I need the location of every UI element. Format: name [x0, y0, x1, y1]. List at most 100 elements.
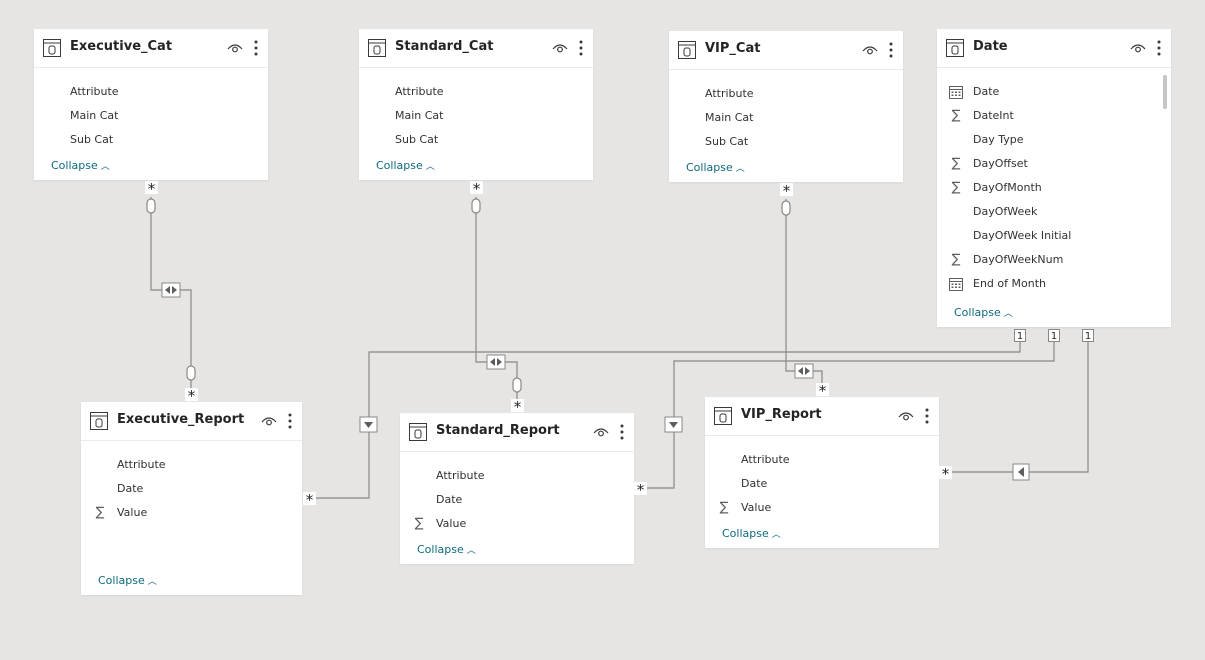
table-icon [409, 423, 427, 441]
table-header[interactable]: Executive_Cat [34, 29, 268, 68]
sigma-icon: ∑ [951, 108, 961, 123]
field-row[interactable]: ∑ Value [81, 501, 302, 525]
optional-marker [146, 198, 156, 214]
field-name: Value [117, 506, 148, 519]
relationship-line-vip-cat [785, 199, 823, 384]
cardinality-one-label: 1 [1082, 329, 1094, 342]
field-row[interactable]: End of Month [937, 272, 1171, 296]
field-name: Attribute [436, 469, 485, 482]
table-header[interactable]: Executive_Report [81, 402, 302, 441]
collapse-button[interactable]: Collapse︿ [417, 543, 476, 556]
table-header[interactable]: VIP_Cat [669, 31, 903, 70]
table-title: VIP_Cat [705, 41, 761, 56]
more-options-icon[interactable] [578, 39, 584, 57]
eye-icon[interactable] [593, 425, 609, 439]
relationship-line-date-standard [647, 342, 1055, 489]
field-name: Day Type [973, 133, 1024, 146]
eye-icon[interactable] [862, 43, 878, 57]
collapse-button[interactable]: Collapse︿ [722, 527, 781, 540]
sigma-icon: ∑ [951, 252, 961, 267]
cardinality-many-label: * [185, 387, 198, 405]
field-row[interactable]: Attribute [359, 80, 593, 104]
field-row[interactable]: Main Cat [34, 104, 268, 128]
field-name: Date [741, 477, 768, 490]
table-title: Standard_Cat [395, 39, 494, 54]
optional-marker [471, 198, 481, 214]
collapse-button[interactable]: Collapse︿ [686, 161, 745, 174]
chevron-up-icon: ︿ [147, 577, 157, 587]
sigma-icon: ∑ [414, 516, 424, 531]
bidirectional-filter-icon [486, 354, 506, 370]
field-name: Value [741, 501, 772, 514]
field-row[interactable]: Attribute [705, 448, 939, 472]
field-row[interactable]: Day Type [937, 128, 1171, 152]
more-options-icon[interactable] [287, 412, 293, 430]
field-name: Value [436, 517, 467, 530]
collapse-button[interactable]: Collapse︿ [51, 159, 110, 172]
field-name: Attribute [395, 85, 444, 98]
field-row[interactable]: Attribute [669, 82, 903, 106]
more-options-icon[interactable] [253, 39, 259, 57]
cardinality-many-label: * [303, 491, 316, 509]
eye-icon[interactable] [898, 409, 914, 423]
field-row[interactable]: DayOfWeek [937, 200, 1171, 224]
field-row[interactable]: Main Cat [669, 106, 903, 130]
more-options-icon[interactable] [888, 41, 894, 59]
field-row[interactable]: Attribute [400, 464, 634, 488]
collapse-button[interactable]: Collapse︿ [376, 159, 435, 172]
eye-icon[interactable] [1130, 41, 1146, 55]
table-title: Standard_Report [436, 423, 560, 438]
eye-icon[interactable] [227, 41, 243, 55]
eye-icon[interactable] [552, 41, 568, 55]
field-row[interactable]: Date [81, 477, 302, 501]
chevron-up-icon: ︿ [466, 546, 476, 556]
field-row[interactable]: ∑ Value [400, 512, 634, 536]
more-options-icon[interactable] [924, 407, 930, 425]
field-name: Main Cat [705, 111, 754, 124]
relationship-line-standard-cat [475, 197, 518, 406]
table-header[interactable]: Date [937, 29, 1171, 68]
table-title: Executive_Report [117, 412, 245, 427]
field-name: Date [436, 493, 463, 506]
field-row[interactable]: ∑DayOfMonth [937, 176, 1171, 200]
field-row[interactable]: ∑DayOffset [937, 152, 1171, 176]
field-name: Sub Cat [395, 133, 439, 146]
field-row[interactable]: ∑Value [705, 496, 939, 520]
field-row[interactable]: Attribute [34, 80, 268, 104]
field-row[interactable]: Main Cat [359, 104, 593, 128]
optional-marker [781, 200, 791, 216]
more-options-icon[interactable] [1156, 39, 1162, 57]
sigma-icon: ∑ [95, 505, 105, 520]
eye-icon[interactable] [261, 414, 277, 428]
cardinality-many-label: * [816, 382, 829, 400]
field-row[interactable]: Sub Cat [669, 130, 903, 154]
scrollbar[interactable] [1163, 75, 1167, 109]
field-row[interactable]: Sub Cat [359, 128, 593, 152]
field-row[interactable]: Attribute [81, 453, 302, 477]
field-row[interactable]: Date [705, 472, 939, 496]
field-row[interactable]: ∑DateInt [937, 104, 1171, 128]
field-row[interactable]: ∑DayOfWeekNum [937, 248, 1171, 272]
table-header[interactable]: Standard_Report [400, 413, 634, 452]
table-header[interactable]: VIP_Report [705, 397, 939, 436]
relationship-line-date-executive [315, 342, 1021, 499]
table-header[interactable]: Standard_Cat [359, 29, 593, 68]
table-title: Date [973, 39, 1008, 54]
more-options-icon[interactable] [619, 423, 625, 441]
field-row[interactable]: Date [937, 80, 1171, 104]
field-row[interactable]: Sub Cat [34, 128, 268, 152]
field-row[interactable]: Date [400, 488, 634, 512]
chevron-up-icon: ︿ [771, 530, 781, 540]
field-row[interactable]: DayOfWeek Initial [937, 224, 1171, 248]
collapse-button[interactable]: Collapse︿ [954, 306, 1013, 319]
collapse-button[interactable]: Collapse︿ [98, 574, 157, 587]
